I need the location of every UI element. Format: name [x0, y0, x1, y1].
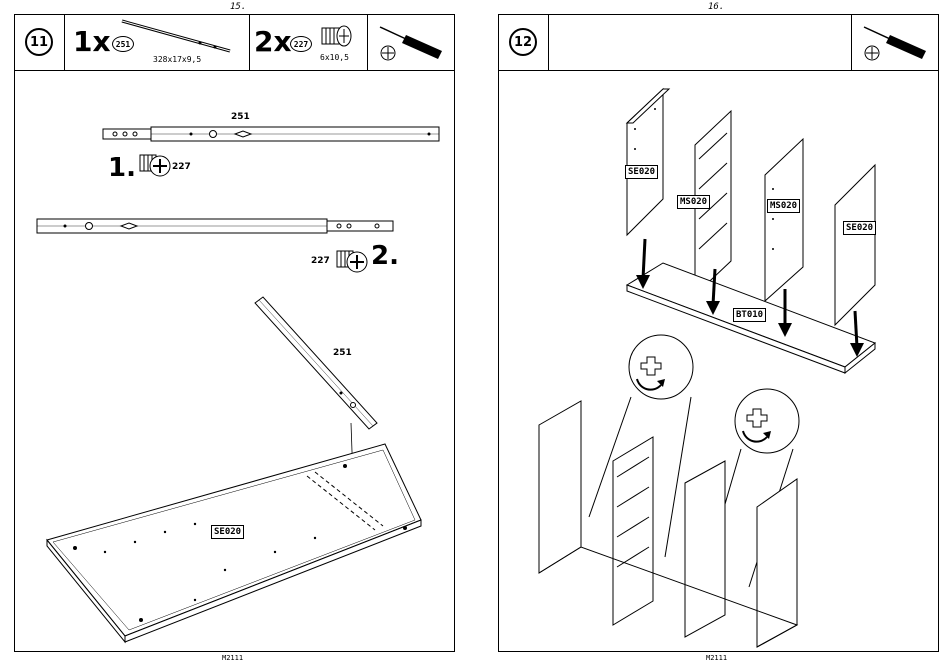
- screwdriver-icon: [378, 23, 448, 63]
- screwdriver-icon: [862, 23, 932, 63]
- rotate-screw-detail-icon: [737, 403, 777, 443]
- assembled-view-diagram: [535, 337, 835, 637]
- step-number-badge: 11: [25, 28, 53, 56]
- substep-number: 1.: [108, 153, 136, 183]
- rail-diagram-bottom: [37, 217, 397, 237]
- parts-cell-251: 1x 251 328x17x9,5: [65, 15, 250, 70]
- panel-part-label: MS020: [767, 199, 800, 213]
- page-number-right: 16.: [708, 2, 724, 12]
- rail-diagram-diagonal: [251, 297, 381, 437]
- right-header: 12: [499, 15, 938, 71]
- part-number-badge: 227: [290, 36, 312, 52]
- right-page: 12 SE: [498, 14, 939, 652]
- tool-cell: [368, 15, 455, 70]
- screw-part-label: 227: [311, 256, 330, 266]
- empty-parts-cell: [549, 15, 852, 70]
- panel-part-label: SE020: [211, 525, 244, 539]
- quantity-label: 2x: [254, 28, 292, 56]
- part-dimension: 6x10,5: [320, 53, 349, 62]
- step-cell: 12: [499, 15, 549, 70]
- screw-part-label: 227: [172, 162, 191, 172]
- screw-part-icon: [320, 24, 354, 50]
- step-cell: 11: [15, 15, 65, 70]
- left-header: 11 1x 251 328x17x9,5 2x 227 6x10,5: [15, 15, 454, 71]
- rotate-screw-detail-icon: [631, 351, 671, 391]
- rail-part-icon: [120, 19, 235, 55]
- panel-part-label: SE020: [843, 221, 876, 235]
- part-dimension: 328x17x9,5: [153, 55, 201, 64]
- quantity-label: 1x: [73, 28, 111, 56]
- footer-code-right: M2111: [706, 654, 727, 662]
- tool-cell: [852, 15, 939, 70]
- base-part-label: BT010: [733, 308, 766, 322]
- step-number-badge: 12: [509, 28, 537, 56]
- left-page: 11 1x 251 328x17x9,5 2x 227 6x10,5: [14, 14, 455, 652]
- panel-part-label: SE020: [625, 165, 658, 179]
- panel-part-label: MS020: [677, 195, 710, 209]
- side-panel-diagram: [45, 440, 445, 640]
- rail-part-label: 251: [231, 112, 250, 122]
- screw-icon: [335, 247, 375, 277]
- substep-number: 2.: [371, 241, 399, 271]
- rail-diagram-top: [103, 125, 443, 145]
- page-number-left: 15.: [230, 2, 246, 12]
- footer-code-left: M2111: [222, 654, 243, 662]
- parts-cell-227: 2x 227 6x10,5: [250, 15, 368, 70]
